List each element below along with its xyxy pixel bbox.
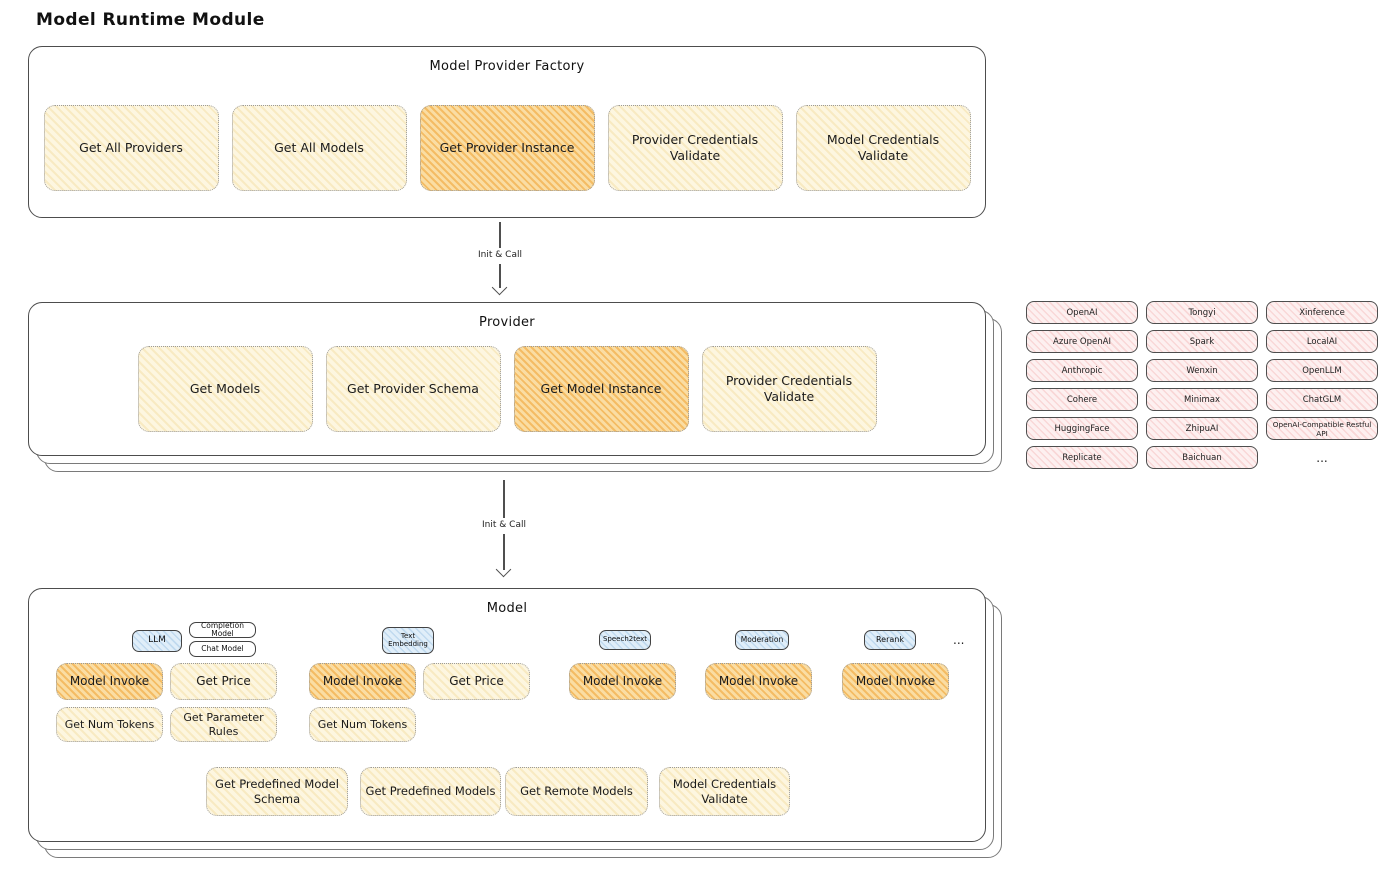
arrow-label-init-call-2: Init & Call <box>482 520 526 530</box>
node-get-num-tokens-text-embedding: Get Num Tokens <box>309 707 416 742</box>
arrow-factory-to-provider: Init & Call <box>455 222 545 300</box>
provider-chip-localai: LocalAI <box>1266 330 1378 353</box>
provider-chip-openai-compatible: OpenAI-Compatible Restful API <box>1266 417 1378 440</box>
arrowhead-down-icon <box>495 561 512 578</box>
tab-moderation: Moderation <box>735 630 789 650</box>
provider-chip-azure-openai: Azure OpenAI <box>1026 330 1138 353</box>
tab-llm: LLM <box>132 630 182 652</box>
arrow-label-init-call-1: Init & Call <box>478 250 522 260</box>
provider-title: Provider <box>479 315 535 330</box>
node-get-provider-instance: Get Provider Instance <box>419 105 595 191</box>
node-get-remote-models: Get Remote Models <box>505 767 648 816</box>
node-get-predefined-model-schema: Get Predefined Model Schema <box>206 767 348 816</box>
tab-chat-model: Chat Model <box>189 641 256 657</box>
tab-rerank: Rerank <box>864 630 916 650</box>
arrow-provider-to-model: Init & Call <box>459 480 549 580</box>
provider-panel: Provider Get Models Get Provider Schema … <box>28 302 986 456</box>
provider-chip-huggingface: HuggingFace <box>1026 417 1138 440</box>
provider-chip-wenxin: Wenxin <box>1146 359 1258 382</box>
model-panel: Model LLM Completion Model Chat Model Te… <box>28 588 986 842</box>
node-model-invoke-moderation: Model Invoke <box>705 663 812 700</box>
node-provider-credentials-validate-2: Provider Credentials Validate <box>701 346 877 432</box>
factory-title: Model Provider Factory <box>429 59 585 74</box>
tab-text-embedding: Text Embedding <box>382 627 434 654</box>
node-model-invoke-text-embedding: Model Invoke <box>309 663 416 700</box>
provider-chip-anthropic: Anthropic <box>1026 359 1138 382</box>
arrowhead-down-icon <box>491 279 508 296</box>
node-get-price-text-embedding: Get Price <box>423 663 530 700</box>
node-model-invoke-llm: Model Invoke <box>56 663 163 700</box>
provider-chip-openllm: OpenLLM <box>1266 359 1378 382</box>
provider-chip-replicate: Replicate <box>1026 446 1138 469</box>
node-get-all-providers: Get All Providers <box>43 105 219 191</box>
node-model-credentials-validate-factory: Model Credentials Validate <box>795 105 971 191</box>
node-get-num-tokens-llm: Get Num Tokens <box>56 707 163 742</box>
provider-chip-cohere: Cohere <box>1026 388 1138 411</box>
node-model-credentials-validate-model: Model Credentials Validate <box>659 767 790 816</box>
page-title: Model Runtime Module <box>36 10 265 30</box>
node-get-parameter-rules: Get Parameter Rules <box>170 707 277 742</box>
provider-chip-baichuan: Baichuan <box>1146 446 1258 469</box>
tab-completion-model: Completion Model <box>189 621 256 638</box>
node-provider-credentials-validate: Provider Credentials Validate <box>607 105 783 191</box>
provider-chip-openai: OpenAI <box>1026 301 1138 324</box>
provider-chip-xinference: Xinference <box>1266 301 1378 324</box>
provider-chip-spark: Spark <box>1146 330 1258 353</box>
node-get-price-llm: Get Price <box>170 663 277 700</box>
provider-list: OpenAI Tongyi Xinference Azure OpenAI Sp… <box>1026 301 1378 469</box>
node-get-models: Get Models <box>137 346 313 432</box>
node-model-invoke-rerank: Model Invoke <box>842 663 949 700</box>
model-types-more: ... <box>953 633 965 647</box>
tab-speech2text: Speech2text <box>599 630 651 650</box>
provider-chip-zhipuai: ZhipuAI <box>1146 417 1258 440</box>
node-model-invoke-speech2text: Model Invoke <box>569 663 676 700</box>
node-get-all-models: Get All Models <box>231 105 407 191</box>
provider-list-more: ... <box>1316 450 1328 465</box>
node-get-predefined-models: Get Predefined Models <box>360 767 501 816</box>
model-title: Model <box>486 601 528 616</box>
provider-chip-chatglm: ChatGLM <box>1266 388 1378 411</box>
factory-panel: Model Provider Factory Get All Providers… <box>28 46 986 218</box>
provider-chip-tongyi: Tongyi <box>1146 301 1258 324</box>
provider-chip-minimax: Minimax <box>1146 388 1258 411</box>
node-get-model-instance: Get Model Instance <box>513 346 689 432</box>
node-get-provider-schema: Get Provider Schema <box>325 346 501 432</box>
